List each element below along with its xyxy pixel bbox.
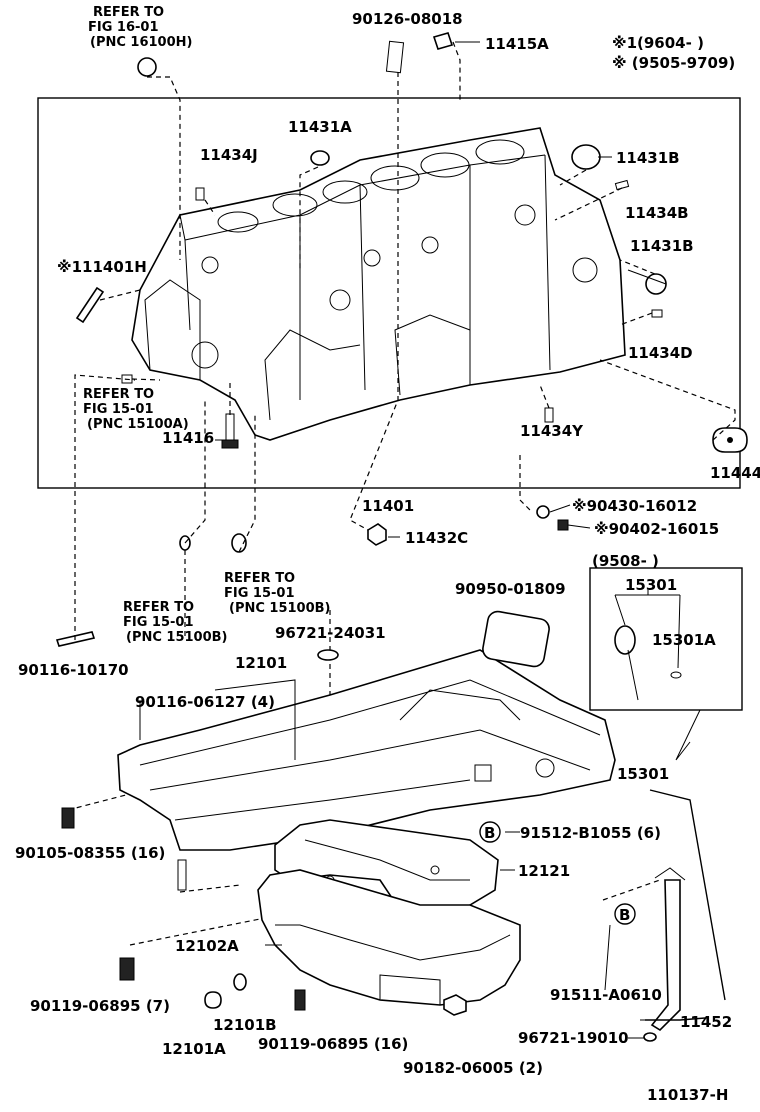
plug-11431b-top — [571, 144, 601, 170]
label-91511-a0610: 91511-A0610 — [550, 986, 662, 1004]
ref-note-2-line1: REFER TO — [83, 387, 154, 402]
stud-111401h — [75, 286, 105, 324]
bolt-90119-7 — [119, 957, 135, 981]
pan-small-parts — [61, 610, 657, 1042]
pin-11434b — [614, 179, 630, 191]
ref-note-1-line3: (PNC 16100H) — [90, 35, 192, 50]
label-15301a: 15301A — [652, 631, 716, 649]
label-11431b-mid: 11431B — [630, 237, 694, 255]
pin-11434j — [195, 187, 205, 201]
label-12101b: 12101B — [213, 1016, 277, 1034]
label-11432c: 11432C — [405, 529, 468, 547]
ref-note-4-line1: REFER TO — [123, 600, 194, 615]
label-11431b-top: 11431B — [616, 149, 680, 167]
plug-11432c — [367, 523, 387, 546]
plug-90402 — [557, 519, 569, 531]
stud-90126 — [385, 40, 405, 74]
o-ring-96721-19010 — [643, 1032, 657, 1042]
leader-lines — [67, 41, 736, 1001]
ref-note-3-line2: FIG 15-01 — [224, 586, 295, 601]
ref-note-1-line1: REFER TO — [93, 5, 164, 20]
label-90126-08018: 90126-08018 — [352, 10, 463, 28]
ref-note-2-line3: (PNC 15100A) — [87, 417, 189, 432]
label-11416: 11416 — [162, 429, 214, 447]
label-11452: 11452 — [680, 1013, 732, 1031]
label-11434y: 11434Y — [520, 422, 584, 440]
bolt-90119-16 — [294, 989, 306, 1011]
dipstick-detail-box — [589, 567, 743, 761]
label-15301-box: 15301 — [625, 576, 677, 594]
oil-pan-lower — [257, 869, 521, 1006]
label-11434d: 11434D — [628, 344, 693, 362]
pin-11434y — [544, 407, 554, 423]
gasket-96721-24031 — [317, 649, 339, 661]
validity-note-1: ※1(9604- ) — [612, 34, 704, 52]
ref-note-4-line3: (PNC 15100B) — [126, 630, 228, 645]
plug-11431a — [310, 150, 330, 166]
ref-note-3-line1: REFER TO — [224, 571, 295, 586]
label-15301: 15301 — [617, 765, 669, 783]
b-marker-1: B — [484, 824, 495, 842]
label-11434j: 11434J — [200, 146, 258, 164]
label-90402-16015: ※90402-16015 — [594, 520, 719, 538]
b-marker-2: B — [619, 906, 630, 924]
cylinder-block-frame — [37, 97, 741, 489]
ref-note-2-line2: FIG 15-01 — [83, 402, 154, 417]
label-12101: 12101 — [235, 654, 287, 672]
solid-leaders — [139, 41, 667, 1039]
figure-id: 110137-H — [647, 1086, 728, 1104]
labels: REFER TO FIG 16-01 (PNC 16100H) 90126-08… — [15, 5, 760, 1104]
bolt-90105 — [61, 807, 75, 829]
plug-90182 — [443, 994, 467, 1016]
label-12101a: 12101A — [162, 1040, 226, 1058]
cylinder-block-drawing — [131, 127, 626, 441]
plug-11415a — [432, 32, 454, 50]
ref-note-3-line3: (PNC 15100B) — [229, 601, 331, 616]
label-11415a: 11415A — [485, 35, 549, 53]
ref-note-1-line2: FIG 16-01 — [88, 20, 159, 35]
plug-12101a — [204, 991, 222, 1009]
label-96721-24031: 96721-24031 — [275, 624, 386, 642]
label-11434b: 11434B — [625, 204, 689, 222]
label-90105-08355: 90105-08355 (16) — [15, 844, 165, 862]
label-11444: 11444 — [710, 464, 760, 482]
gasket-90950 — [482, 610, 550, 668]
label-9508: (9508- ) — [592, 552, 659, 570]
ref-note-4-line2: FIG 15-01 — [123, 615, 194, 630]
label-11401: 11401 — [362, 497, 414, 515]
label-11431a: 11431A — [288, 118, 352, 136]
label-12121: 12121 — [518, 862, 570, 880]
bolt-b-markers: B B — [479, 821, 636, 991]
plug-11431b-mid — [645, 273, 667, 295]
label-96721-19010: 96721-19010 — [518, 1029, 629, 1047]
label-111401h: ※111401H — [57, 258, 147, 276]
washer-90430 — [536, 505, 550, 519]
oil-pan-upper — [117, 649, 616, 851]
label-90119-06895-7: 90119-06895 (7) — [30, 997, 170, 1015]
label-90119-06895-16: 90119-06895 (16) — [258, 1035, 408, 1053]
block-small-parts — [55, 32, 748, 647]
label-90182-06005: 90182-06005 (2) — [403, 1059, 543, 1077]
label-91512-b1055: 91512-B1055 (6) — [520, 824, 661, 842]
validity-note-2: ※ (9505-9709) — [612, 54, 735, 72]
pin-11434d — [651, 309, 663, 318]
label-90430-16012: ※90430-16012 — [572, 497, 697, 515]
label-90950-01809: 90950-01809 — [455, 580, 566, 598]
label-90116-10170: 90116-10170 — [18, 661, 129, 679]
stud-90116-06127 — [177, 859, 187, 891]
o-ring-16100h — [137, 57, 157, 77]
label-12102a: 12102A — [175, 937, 239, 955]
label-90116-06127: 90116-06127 (4) — [135, 693, 275, 711]
gasket-12101b — [233, 973, 247, 991]
